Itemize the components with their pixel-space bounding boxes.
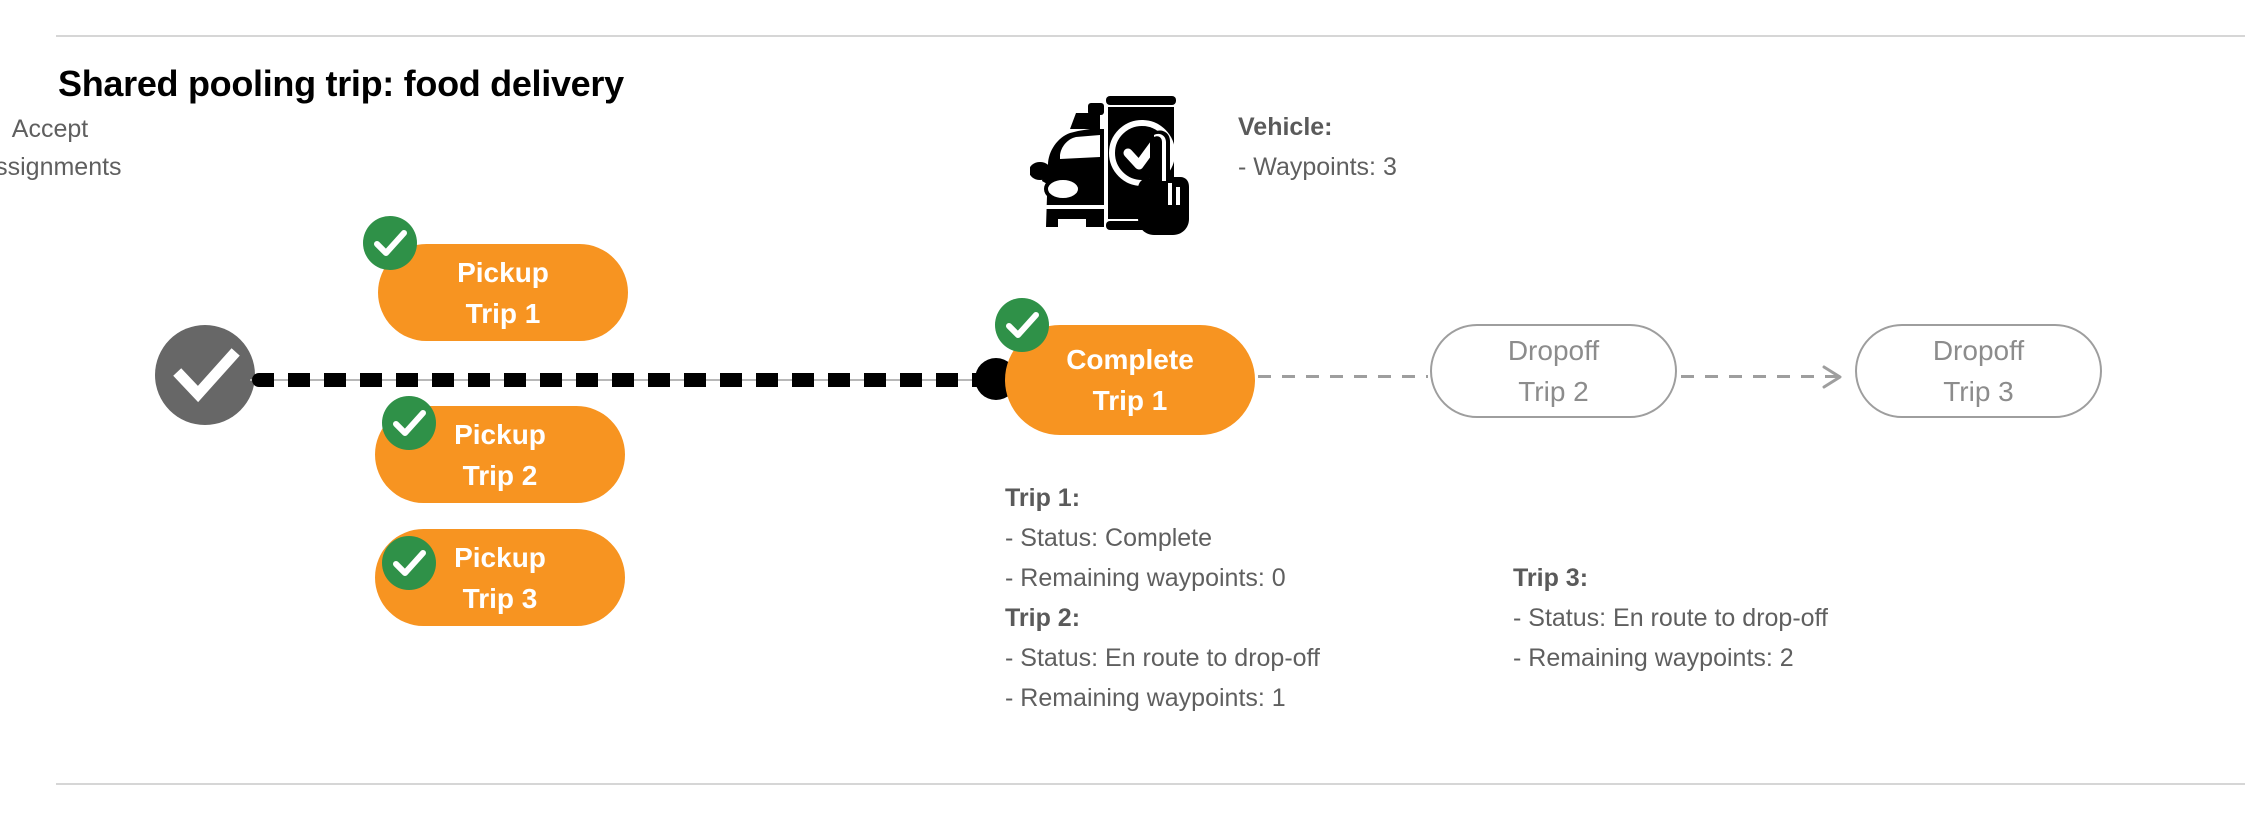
trip-2-heading: Trip 2: — [1005, 598, 1320, 638]
trip-2-heading-colon: : — [1071, 604, 1081, 632]
bottom-divider — [56, 783, 2245, 785]
trip-3-heading-colon: : — [1579, 564, 1589, 592]
trip-3-heading: Trip 3: — [1513, 558, 1828, 598]
trip-1-waypoints-line: - Remaining waypoints: 0 — [1005, 564, 1286, 592]
vehicle-waypoints-line: - Waypoints: 3 — [1238, 153, 1397, 181]
trip-1-heading-colon: : — [1071, 484, 1081, 512]
complete-trip-1-check-icon — [995, 298, 1049, 352]
trip-2-heading-text: Trip 2 — [1005, 604, 1072, 632]
trip-1-status-line: - Status: Complete — [1005, 524, 1213, 552]
trip-1-heading: Trip 1: — [1005, 478, 1320, 518]
pickup-trip-2-check-icon — [382, 396, 436, 450]
vehicle-info-heading: Vehicle: — [1238, 107, 1397, 147]
accept-label-line2: Assignments — [0, 153, 122, 181]
pickup-trip-1-node[interactable]: Pickup Trip 1 — [378, 244, 628, 341]
vehicle-info-block: Vehicle: - Waypoints: 3 — [1238, 107, 1397, 187]
dropoff-trip-2-line1: Dropoff — [1507, 335, 1600, 366]
trip-3-heading-text: Trip 3 — [1513, 564, 1580, 592]
trip-2-status-line: - Status: En route to drop-off — [1005, 644, 1320, 672]
pickup-trip-1-line1: Pickup — [457, 256, 549, 288]
vehicle-heading-colon: : — [1324, 113, 1333, 141]
pickup-trip-2-line1: Pickup — [454, 418, 546, 450]
car-phone-check-icon — [1029, 85, 1190, 237]
trip-3-info-block: Trip 3: - Status: En route to drop-off -… — [1513, 558, 1828, 678]
trip-3-status-line: - Status: En route to drop-off — [1513, 604, 1828, 632]
dropoff-trip-2-node[interactable]: Dropoff Trip 2 — [1430, 324, 1677, 418]
pickup-trip-3-line1: Pickup — [454, 541, 546, 573]
pickup-trip-1-line2: Trip 1 — [465, 297, 541, 329]
complete-trip-1-line1: Complete — [1066, 344, 1194, 375]
dropoff-trip-3-line1: Dropoff — [1932, 335, 2025, 366]
trip-3-waypoints-line: - Remaining waypoints: 2 — [1513, 644, 1794, 672]
dropoff-trip-2-line2: Trip 2 — [1518, 376, 1589, 407]
pickup-trip-1-check-icon — [363, 216, 417, 270]
arrow-right-icon — [1818, 362, 1848, 392]
page-title: Shared pooling trip: food delivery — [58, 63, 624, 104]
accept-label-line1: Accept — [11, 115, 89, 143]
vehicle-heading-text: Vehicle — [1238, 113, 1325, 141]
connector-dashed-line — [252, 373, 1014, 387]
accept-assignments-node[interactable] — [155, 325, 255, 425]
check-circle-icon — [155, 325, 255, 425]
top-divider — [56, 35, 2245, 37]
trip-2-waypoints-line: - Remaining waypoints: 1 — [1005, 684, 1286, 712]
dropoff2-to-dropoff3-connector — [1681, 375, 1841, 378]
pickup-trip-2-line2: Trip 2 — [462, 459, 538, 491]
complete-trip-1-node[interactable]: Complete Trip 1 — [1005, 325, 1255, 435]
trip-1-heading-text: Trip 1 — [1005, 484, 1072, 512]
trip-1-2-info-block: Trip 1: - Status: Complete - Remaining w… — [1005, 478, 1320, 718]
complete-trip-1-line2: Trip 1 — [1092, 385, 1168, 416]
pickup-trip-3-check-icon — [382, 536, 436, 590]
accept-to-complete-connector — [250, 368, 1014, 392]
pickup-trip-3-line2: Trip 3 — [462, 582, 538, 614]
dropoff-trip-3-line2: Trip 3 — [1943, 376, 2014, 407]
accept-assignments-label: Accept Assignments — [0, 110, 160, 186]
complete-to-dropoff2-connector — [1258, 375, 1428, 378]
dropoff-trip-3-node[interactable]: Dropoff Trip 3 — [1855, 324, 2102, 418]
